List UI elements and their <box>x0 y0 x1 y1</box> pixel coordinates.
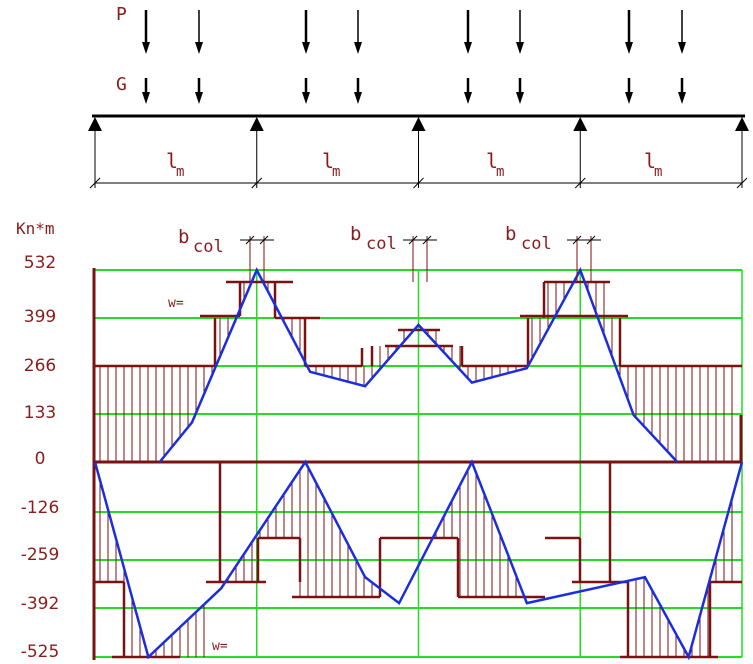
svg-text:b: b <box>178 226 189 248</box>
load-arrow-head <box>195 42 203 54</box>
load-arrow-head <box>302 92 310 104</box>
svg-text:l: l <box>486 149 498 173</box>
bcol-tick <box>572 235 582 245</box>
envelope-hatching <box>99 282 733 657</box>
load-arrow-head <box>195 92 203 104</box>
svg-text:col: col <box>366 234 397 254</box>
dimension-tick <box>574 177 586 189</box>
bcol-label-1: b col <box>178 226 224 257</box>
y-tick-labels: 532 399 266 133 0 -126 -259 -392 -525 <box>21 253 60 662</box>
y-tick-label: 133 <box>24 403 56 423</box>
load-arrow-head <box>354 92 362 104</box>
grid <box>92 268 743 660</box>
load-arrow-head <box>625 92 633 104</box>
svg-text:col: col <box>193 237 224 257</box>
load-arrow-head <box>678 42 686 54</box>
bcol-dimension-marks <box>240 235 601 282</box>
span-label-4: l m <box>644 149 662 180</box>
load-p-label: P <box>116 4 127 25</box>
bcol-tick <box>586 235 596 245</box>
span-label-2: l m <box>322 149 340 180</box>
y-tick-label: -525 <box>21 642 60 662</box>
svg-text:b: b <box>505 223 516 245</box>
y-tick-label: -392 <box>21 594 60 614</box>
svg-text:l: l <box>166 149 178 173</box>
load-arrow-head <box>516 42 524 54</box>
negative-moment-curve <box>93 458 744 661</box>
span-label-1: l m <box>166 149 184 180</box>
load-arrow-head <box>354 42 362 54</box>
beam-supports <box>88 117 749 188</box>
moment-curves <box>93 266 744 661</box>
load-arrow-head <box>464 42 472 54</box>
svg-text:l: l <box>322 149 334 173</box>
bcol-tick <box>422 235 432 245</box>
load-arrows <box>142 10 686 104</box>
support-triangle <box>249 117 264 131</box>
bcol-tick <box>259 235 269 245</box>
bcol-label-3: b col <box>505 223 552 254</box>
svg-text:m: m <box>654 164 662 180</box>
load-arrow-head <box>142 92 150 104</box>
load-arrow-head <box>516 92 524 104</box>
load-g-label: G <box>116 74 127 95</box>
load-arrow-head <box>464 92 472 104</box>
y-tick-label: -126 <box>21 498 60 518</box>
svg-text:m: m <box>176 164 184 180</box>
y-tick-label: 399 <box>24 307 56 327</box>
support-triangle <box>88 117 102 131</box>
y-tick-label: -259 <box>21 545 60 565</box>
y-tick-label: 532 <box>24 253 56 273</box>
positive-moment-curve <box>158 266 679 463</box>
bcol-tick <box>245 235 255 245</box>
load-arrow-head <box>302 42 310 54</box>
envelope-steps <box>95 280 742 659</box>
w-label-top: w= <box>168 296 184 311</box>
unit-label: Kn*m <box>16 219 55 238</box>
svg-text:col: col <box>521 234 552 254</box>
y-tick-label: 0 <box>35 449 46 469</box>
support-triangle <box>411 117 426 131</box>
span-dimensions <box>89 177 748 189</box>
svg-text:m: m <box>496 164 504 180</box>
w-label-bottom: w= <box>212 639 228 654</box>
dimension-tick <box>736 177 748 189</box>
svg-text:b: b <box>350 223 361 245</box>
svg-text:m: m <box>332 164 340 180</box>
bcol-tick <box>408 235 418 245</box>
bcol-label-2: b col <box>350 223 397 254</box>
dimension-tick <box>251 177 263 189</box>
y-tick-label: 266 <box>24 356 56 376</box>
support-triangle <box>573 117 588 131</box>
support-triangle <box>735 117 749 131</box>
load-arrow-head <box>678 92 686 104</box>
load-arrow-head <box>625 42 633 54</box>
dimension-tick <box>413 177 424 189</box>
span-label-3: l m <box>486 149 504 180</box>
dimension-tick <box>89 177 101 189</box>
svg-text:l: l <box>644 149 656 173</box>
load-arrow-head <box>142 42 150 54</box>
